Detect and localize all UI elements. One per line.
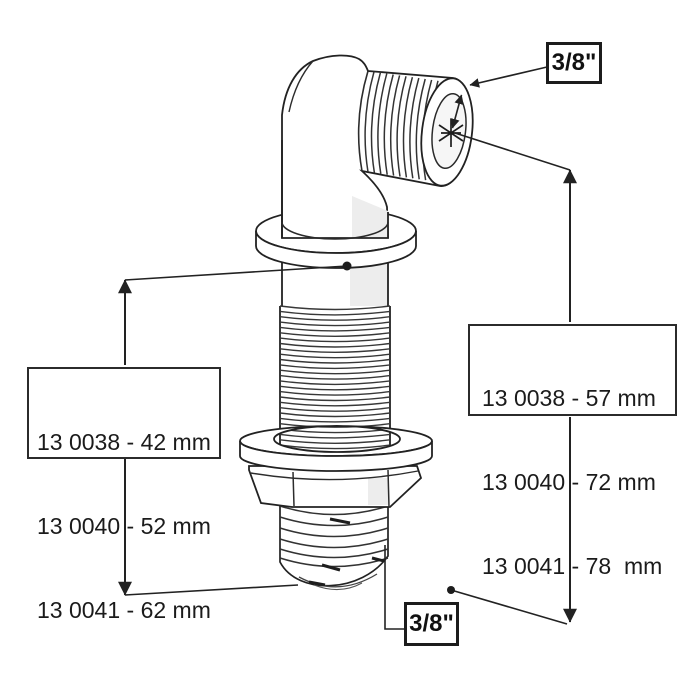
bottom-thread-section — [279, 497, 389, 591]
dimension-entry: 13 0038 - 57 mm — [482, 385, 656, 411]
reference-dot-bottom — [447, 586, 455, 594]
upper-flange-front — [255, 221, 417, 269]
leader-left-bottom — [124, 584, 299, 596]
center-mark-icon — [438, 119, 464, 147]
dimension-table-left: 13 0038 - 42 mm 13 0040 - 52 mm 13 0041 … — [27, 367, 221, 623]
leader-right-top — [454, 132, 571, 171]
hex-nut — [248, 465, 423, 508]
dimension-annotations — [118, 66, 577, 630]
flange-hole-rim — [281, 221, 389, 240]
thread-runout-marks — [308, 517, 385, 587]
leader-lines — [124, 66, 571, 630]
lower-flange — [239, 425, 433, 472]
leader-spec-bottom — [384, 545, 404, 630]
dimension-entry: 13 0040 - 72 mm — [482, 469, 656, 495]
leader-spec-top — [469, 66, 548, 88]
spec-label-top: 3/8" — [546, 42, 602, 84]
elbow-dome-edge — [288, 60, 314, 113]
dimension-entry: 13 0041 - 78 mm — [482, 553, 663, 579]
spec-label-bottom: 3/8" — [404, 602, 459, 646]
reference-dot-flange — [342, 261, 352, 271]
dimension-entry: 13 0041 - 62 mm — [37, 597, 211, 623]
elbow-body — [281, 54, 474, 239]
dimension-entry: 13 0040 - 52 mm — [37, 513, 211, 539]
mid-thread-section — [279, 305, 391, 450]
dimension-table-right: 13 0038 - 57 mm 13 0040 - 72 mm 13 0041 … — [468, 324, 677, 579]
leader-right-bottom — [450, 589, 568, 625]
dimension-entry: 13 0038 - 42 mm — [37, 429, 211, 455]
thread-neck-edge — [357, 70, 369, 172]
leader-left-top — [124, 265, 348, 281]
bore-diameter-arrow — [450, 94, 464, 129]
